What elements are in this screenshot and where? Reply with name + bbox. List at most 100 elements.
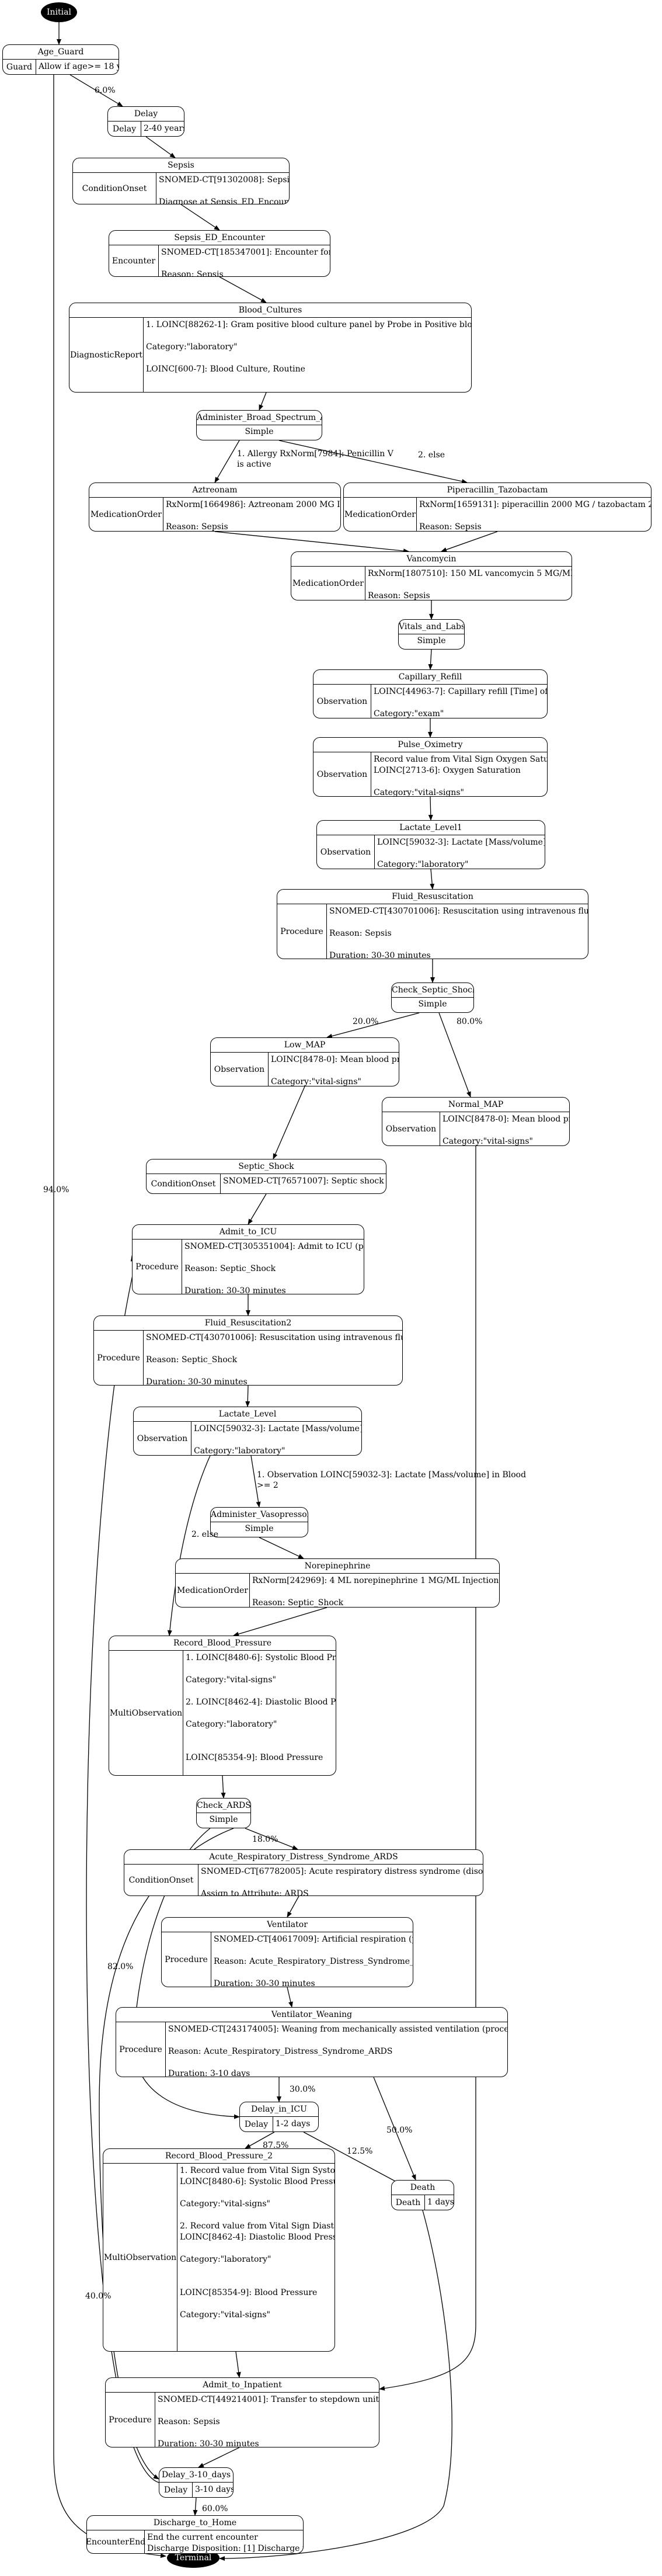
node-detail-line: 2-40 years xyxy=(144,124,184,133)
node-detail-line: End the current encounter xyxy=(147,2533,258,2542)
transition-edge xyxy=(193,2497,198,2516)
transition-edge xyxy=(287,1987,293,2008)
node-detail-line: SNOMED-CT[40617009]: Artificial respirat… xyxy=(214,1935,413,1944)
node-detail-line: 1 days xyxy=(427,2197,454,2207)
node-kind: Death xyxy=(392,2195,425,2210)
node-kind: Guard xyxy=(3,60,36,74)
node-detail-line: Reason: Sepsis xyxy=(166,522,228,532)
node-title: Death xyxy=(392,2181,454,2195)
transition-edge xyxy=(441,531,498,552)
node-title: Record_Blood_Pressure xyxy=(109,1636,336,1651)
node-detail-line: LOINC[600-7]: Blood Culture, Routine xyxy=(146,364,305,374)
node-detail-line: Duration: 30-30 minutes xyxy=(146,1377,248,1386)
node-detail-line: RxNorm[1659131]: piperacillin 2000 MG / … xyxy=(419,500,651,509)
node-detail-line: Reason: Acute_Respiratory_Distress_Syndr… xyxy=(214,1957,413,1966)
node-title: Sepsis_ED_Encounter xyxy=(109,231,330,245)
transition-edge xyxy=(303,2131,402,2185)
edge-label: 20.0% xyxy=(353,1017,379,1026)
node-kind: Delay xyxy=(240,2117,273,2131)
transition-edge xyxy=(235,2351,241,2378)
transition-edge xyxy=(221,1775,226,1799)
node-detail-line: SNOMED-CT[430701006]: Resuscitation usin… xyxy=(146,1333,402,1342)
node-detail-line: 3-10 days xyxy=(195,2485,234,2494)
node-title: Pulse_Oximetry xyxy=(313,738,547,752)
node-detail-line xyxy=(419,511,651,522)
node-detail-line: SNOMED-CT[91302008]: Sepsis (disorder) xyxy=(159,175,290,185)
node-detail-line: Diagnose at Sepsis_ED_Encounter xyxy=(159,197,290,204)
node-detail-line xyxy=(180,2243,335,2254)
node-title: Blood_Cultures xyxy=(69,303,471,318)
transition-edge xyxy=(198,2447,240,2468)
transition-edge xyxy=(273,1086,305,1159)
node-title: Record_Blood_Pressure_2 xyxy=(103,2149,335,2164)
node-detail-line: Category:"vital-signs" xyxy=(374,788,464,797)
node-detail-line xyxy=(184,1252,364,1263)
node-title: Fluid_Resuscitation2 xyxy=(94,1316,402,1331)
node-detail-line: Category:"laboratory" xyxy=(194,1446,285,1456)
node-title: Acute_Respiratory_Distress_Syndrome_ARDS xyxy=(124,1850,483,1865)
node-detail-line: 1-2 days xyxy=(276,2119,311,2129)
node-kind: Delay xyxy=(159,2483,193,2497)
node-kind: Procedure xyxy=(106,2393,155,2447)
transition-edge xyxy=(145,136,176,158)
transition-edge xyxy=(373,2077,416,2181)
node-detail-line xyxy=(186,1730,336,1741)
node-title: Lactate_Level1 xyxy=(317,821,545,835)
node-detail-line xyxy=(374,776,547,787)
node-kind: Procedure xyxy=(116,2022,166,2077)
node-title: Normal_MAP xyxy=(382,1098,569,1112)
node-detail-line: SNOMED-CT[185347001]: Encounter for prob… xyxy=(161,248,330,257)
node-title: Ventilator_Weaning xyxy=(116,2008,507,2022)
node-detail-line: 1. Record value from Vital Sign Systolic… xyxy=(180,2166,335,2175)
node-kind: Procedure xyxy=(277,904,327,959)
node-detail-line xyxy=(186,1708,336,1719)
transition-edge xyxy=(69,74,123,107)
node-detail-line: Duration: 30-30 minutes xyxy=(214,1979,315,1987)
transition-edge xyxy=(214,531,409,554)
node-title: Check_ARDS xyxy=(197,1799,250,1813)
transition-edge xyxy=(167,1455,211,1636)
transition-edge xyxy=(219,276,267,303)
node-detail-line: Record value from Vital Sign Oxygen Satu… xyxy=(374,755,547,764)
node-detail-line xyxy=(374,697,547,709)
node-detail-line: Simple xyxy=(417,636,446,645)
node-title: Fluid_Resuscitation xyxy=(277,890,588,904)
transition-edge xyxy=(259,392,267,411)
transition-edge xyxy=(53,75,166,2558)
edge-label: 50.0% xyxy=(386,2126,413,2135)
edge-label: 60.0% xyxy=(202,2504,228,2513)
node-kind: Observation xyxy=(313,685,371,718)
edge-label: 82.0% xyxy=(107,1962,134,1971)
edge-label: 6.0% xyxy=(95,86,116,95)
node-detail-line: Reason: Acute_Respiratory_Distress_Syndr… xyxy=(168,2047,393,2056)
node-detail-line xyxy=(158,2428,379,2439)
node-detail-line xyxy=(146,331,471,342)
node-detail-line: Reason: Sepsis xyxy=(368,591,430,600)
node-detail-line xyxy=(214,1945,413,1956)
node-detail-line xyxy=(214,1967,413,1978)
node-detail-line: Duration: 3-10 days xyxy=(168,2069,250,2077)
node-title: Check_Septic_Shock xyxy=(392,983,473,998)
node-detail-line: Duration: 30-30 minutes xyxy=(158,2439,259,2447)
node-detail-line: LOINC[8478-0]: Mean blood pressure xyxy=(271,1055,399,1064)
node-title: Delay xyxy=(108,107,184,121)
node-detail-line: Category:"laboratory" xyxy=(146,342,238,352)
node-title: Vancomycin xyxy=(291,552,572,567)
transition-edge xyxy=(214,440,240,483)
transition-edge xyxy=(278,440,468,484)
